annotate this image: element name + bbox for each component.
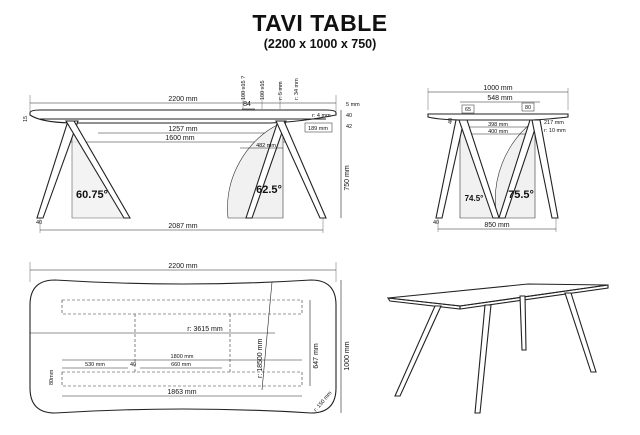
- top-label-660: 660 mm: [171, 362, 191, 368]
- front-label-750: 750 mm: [344, 165, 351, 190]
- front-leg-4: [275, 120, 327, 219]
- side-view: 1000 mm 548 mm 65 80 398 mm 400 mm 217 m…: [427, 85, 569, 232]
- top-label-3615: r: 3615 mm: [187, 326, 223, 333]
- front-note-5: r: 4 mm: [312, 113, 331, 119]
- perspective-view: [386, 283, 609, 414]
- front-label-5mm: 5 mm: [346, 102, 360, 108]
- front-label-482: 482 mm: [256, 143, 276, 149]
- front-label-2200: 2200 mm: [168, 96, 197, 103]
- top-frame-lower: [61, 371, 303, 387]
- front-label-2087: 2087 mm: [168, 223, 197, 230]
- top-label-1863: 1863 mm: [167, 389, 196, 396]
- persp-leg-1: [394, 305, 442, 397]
- persp-tabletop-edge-front: [386, 297, 461, 310]
- side-box-80: [521, 102, 535, 112]
- front-note-3: r: 5 mm: [278, 81, 284, 100]
- front-angle-right: 62.5°: [256, 184, 282, 196]
- top-label-647: 647 mm: [313, 343, 320, 368]
- side-label-217: 217 mm: [544, 120, 564, 126]
- top-label-2200: 2200 mm: [168, 263, 197, 270]
- side-label-r10: r: 10 mm: [544, 128, 566, 134]
- front-label-1257: 1257 mm: [168, 126, 197, 133]
- top-leader-18500: [261, 281, 273, 391]
- front-note-2: 100 x15: [260, 80, 266, 100]
- side-angle-right: 75.5°: [508, 189, 534, 201]
- front-fan-right: [227, 121, 284, 219]
- front-note-1: 100 x15 ?: [241, 76, 247, 100]
- front-label-40b: 40: [36, 220, 42, 226]
- front-leg-1: [36, 120, 79, 219]
- top-label-18500: r: 18500 mm: [257, 339, 264, 378]
- drawing-subtitle: (2200 x 1000 x 750): [263, 37, 377, 51]
- top-tabletop-outline: [29, 279, 337, 414]
- front-leg-2: [65, 120, 131, 219]
- front-label-42: 42: [346, 124, 352, 130]
- side-angle-left: 74.5°: [465, 194, 484, 203]
- top-label-corner-r: r: 150 mm: [313, 390, 334, 413]
- side-label-548: 548 mm: [487, 95, 512, 102]
- side-box-65: [461, 104, 475, 114]
- top-label-80mm: 80mm: [49, 369, 55, 385]
- side-label-40b: 40: [433, 220, 439, 226]
- persp-leg-4: [564, 292, 597, 373]
- front-angle-left: 60.75°: [76, 189, 108, 201]
- side-label-65: 65: [465, 107, 471, 113]
- front-label-40a: 40: [346, 113, 352, 119]
- persp-leg-2: [474, 304, 492, 414]
- front-box-189: [304, 122, 333, 133]
- persp-tabletop-edge-right: [459, 284, 609, 310]
- side-label-80: 80: [525, 105, 531, 111]
- side-label-1000: 1000 mm: [483, 85, 512, 92]
- front-label-15: 15: [23, 116, 29, 122]
- top-frame-upper: [61, 299, 303, 315]
- top-label-40: 40: [130, 362, 136, 368]
- front-label-189: 189 mm: [308, 126, 328, 132]
- top-label-1800: 1800 mm: [171, 354, 194, 360]
- side-label-40a: 40: [448, 118, 454, 124]
- front-tabletop: [29, 109, 337, 124]
- top-label-1000: 1000 mm: [344, 341, 351, 370]
- top-view: 2200 mm r: 3615 mm r: 18500 mm 1800 mm 5…: [29, 262, 351, 414]
- top-label-530: 530 mm: [85, 362, 105, 368]
- side-label-850: 850 mm: [484, 222, 509, 229]
- side-leg-4: [531, 119, 559, 219]
- front-view: 2200 mm 1257 mm 1600 mm 482 mm 84 100: [23, 76, 360, 233]
- front-label-1600: 1600 mm: [165, 135, 194, 142]
- drawing-title: TAVI TABLE: [252, 10, 388, 36]
- side-label-400: 400 mm: [488, 129, 508, 135]
- front-note-4: r: 34 mm: [294, 78, 300, 100]
- persp-tabletop: [387, 283, 609, 307]
- persp-leg-3: [519, 295, 527, 351]
- side-label-398: 398 mm: [488, 122, 508, 128]
- front-label-84: 84: [243, 101, 251, 108]
